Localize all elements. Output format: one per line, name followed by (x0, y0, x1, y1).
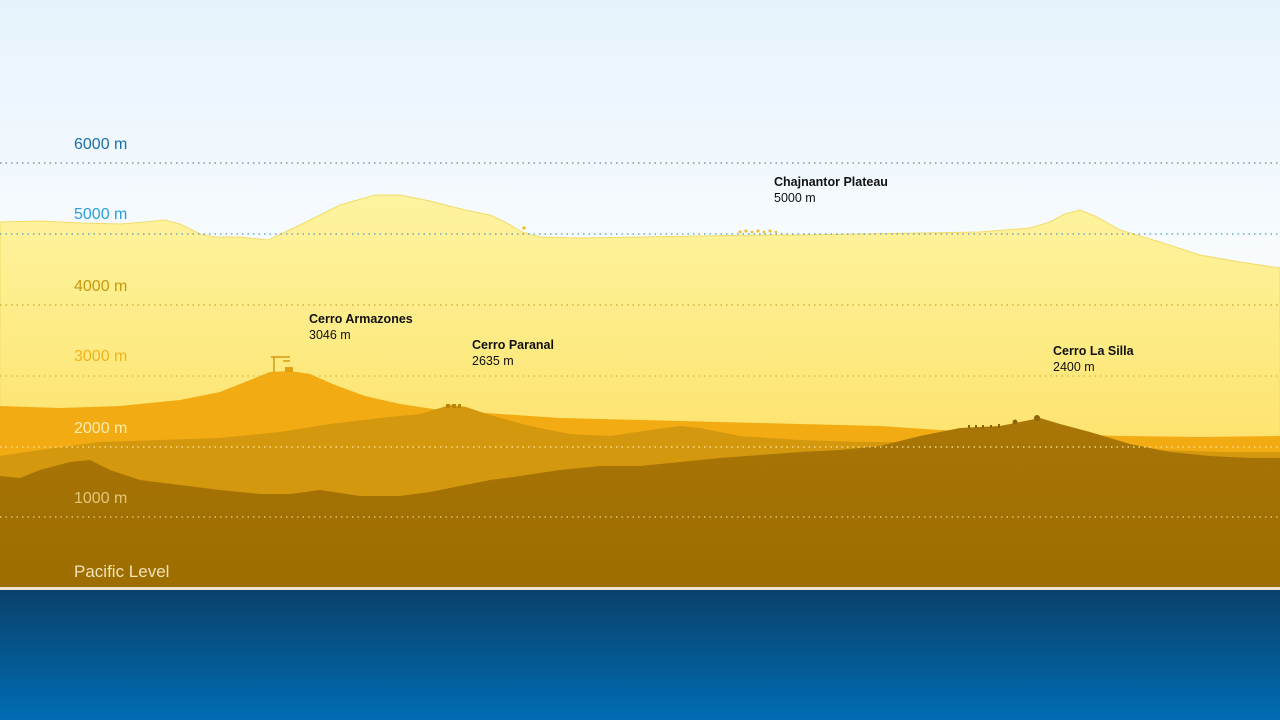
peak-altitude: 2635 m (472, 354, 514, 368)
peak-altitude: 2400 m (1053, 360, 1095, 374)
altitude-label-5000: 5000 m (74, 206, 128, 223)
peak-name: Cerro La Silla (1053, 344, 1134, 358)
peak-label-paranal: Cerro Paranal 2635 m (472, 337, 554, 369)
vlt-telescopes-icon (446, 404, 461, 408)
altitude-label-2000: 2000 m (74, 420, 128, 437)
peak-name: Cerro Paranal (472, 338, 554, 352)
peak-altitude: 5000 m (774, 191, 816, 205)
altitude-label-1000: 1000 m (74, 490, 128, 507)
lasilla-layer (0, 418, 1280, 590)
peak-label-lasilla: Cerro La Silla 2400 m (1053, 343, 1134, 375)
peak-altitude: 3046 m (309, 328, 351, 342)
altitude-label-3000: 3000 m (74, 348, 128, 365)
peak-name: Chajnantor Plateau (774, 175, 888, 189)
peak-label-chajnantor: Chajnantor Plateau 5000 m (774, 174, 888, 206)
altitude-label-4000: 4000 m (74, 278, 128, 295)
alma-antennas-icon (522, 226, 778, 234)
altitude-label-6000: 6000 m (74, 136, 128, 153)
peak-label-armazones: Cerro Armazones 3046 m (309, 311, 413, 343)
pacific-baseline (0, 587, 1280, 590)
pacific-level-label: Pacific Level (74, 562, 170, 581)
pacific-ocean (0, 590, 1280, 720)
peak-name: Cerro Armazones (309, 312, 413, 326)
elt-crane-icon (271, 356, 293, 373)
lasilla-domes-icon (968, 415, 1040, 428)
